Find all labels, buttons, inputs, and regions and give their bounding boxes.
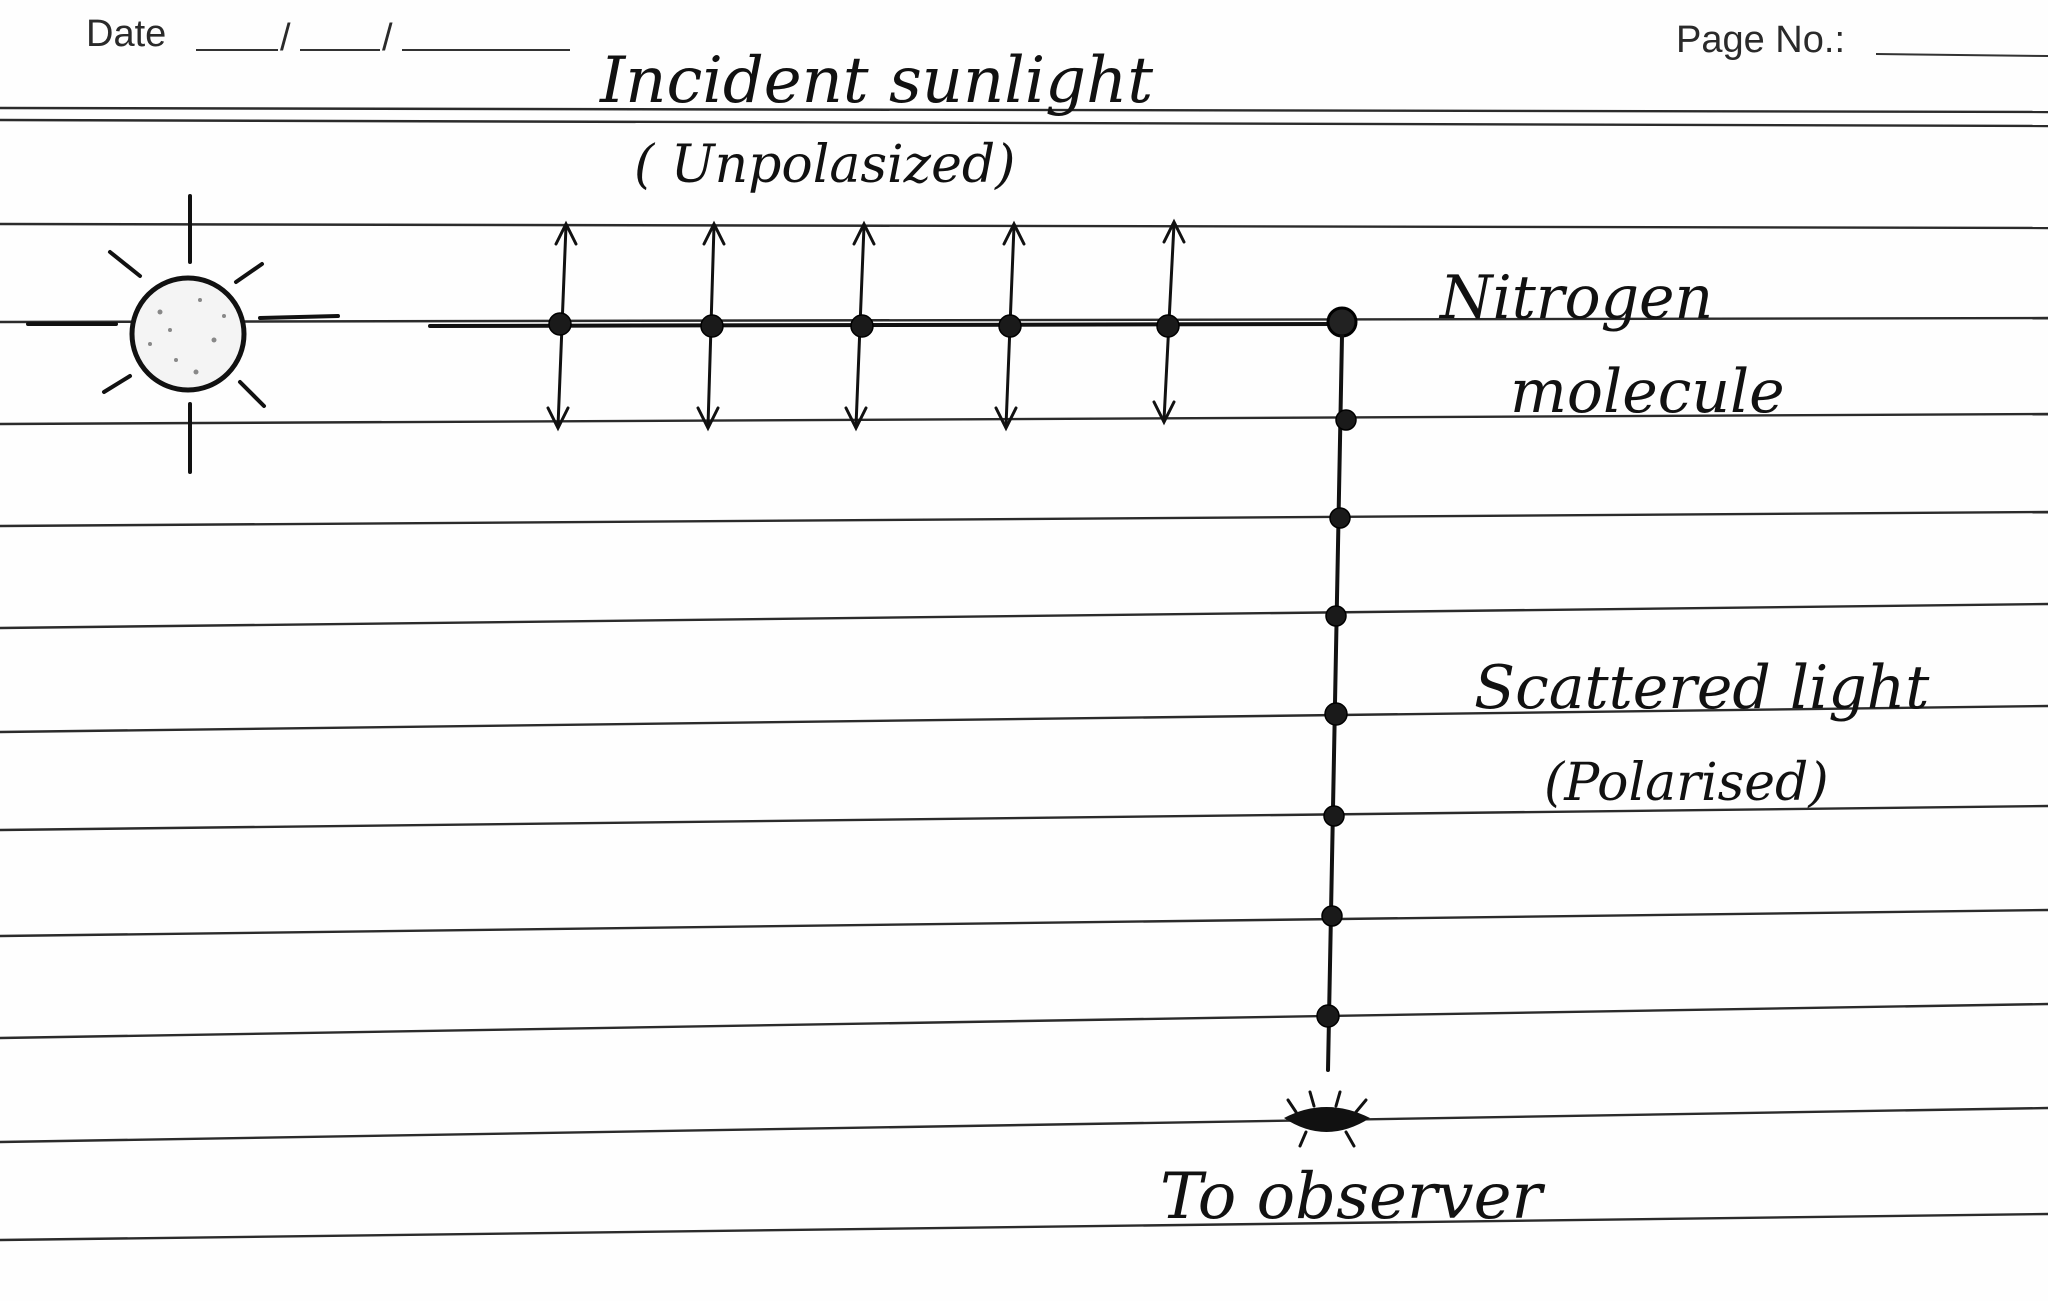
to-observer-label: To observer — [1160, 1160, 1545, 1234]
sun-disc — [129, 275, 247, 393]
incident-sunlight-label: Incident sunlight — [599, 44, 1153, 118]
incident-wave-arrow — [1152, 218, 1186, 426]
ruled-line — [0, 704, 2048, 734]
scattered-dot — [1316, 1004, 1340, 1028]
scattered-dot — [1323, 805, 1345, 827]
ruled-line — [0, 908, 2048, 938]
ruled-line — [0, 602, 2048, 630]
scattered-dot — [1335, 409, 1357, 431]
header-rule-top — [0, 106, 2048, 114]
scattered-dot — [1325, 605, 1347, 627]
date-slash-2: / — [382, 17, 393, 59]
scattered-dot — [1329, 507, 1351, 529]
incident-wave-arrow — [994, 220, 1026, 432]
eye-icon — [1284, 1090, 1370, 1148]
page-no-blank — [1875, 53, 2048, 57]
incident-wave-arrow — [546, 220, 578, 432]
sun-rays — [26, 194, 340, 474]
ruled-line — [0, 510, 2048, 528]
scattered-dot — [1324, 702, 1348, 726]
ruled-line — [0, 1002, 2048, 1040]
header-rule-bottom — [0, 118, 2048, 128]
ruled-line — [0, 804, 2048, 832]
page-header: Date / / Page No.: — [86, 13, 2048, 61]
incident-ray — [428, 322, 1340, 328]
sun-icon — [26, 194, 340, 474]
ruled-line — [0, 1106, 2048, 1144]
incident-unpolarised-label: ( Unpolasized) — [634, 135, 1015, 195]
date-label: Date — [86, 13, 166, 55]
scattered-light-label: Scattered light — [1474, 653, 1930, 723]
scattered-beam — [1316, 334, 1357, 1072]
nitrogen-molecule-dot — [1326, 306, 1358, 338]
scattered-dot — [1321, 905, 1343, 927]
molecule-label: molecule — [1510, 357, 1785, 427]
ruled-line — [0, 1212, 2048, 1242]
incident-wave-arrow — [844, 220, 876, 432]
ruled-line — [0, 412, 2048, 426]
scattered-polarised-label: (Polarised) — [1544, 753, 1829, 813]
incident-beam — [428, 218, 1340, 432]
incident-wave-arrow — [696, 220, 726, 432]
date-slash-1: / — [280, 17, 291, 59]
page-no-label: Page No.: — [1676, 19, 1845, 61]
nitrogen-label: Nitrogen — [1438, 263, 1713, 333]
ruled-lines — [0, 106, 2048, 1242]
ruled-line — [0, 222, 2048, 230]
ruled-line — [0, 316, 2048, 324]
